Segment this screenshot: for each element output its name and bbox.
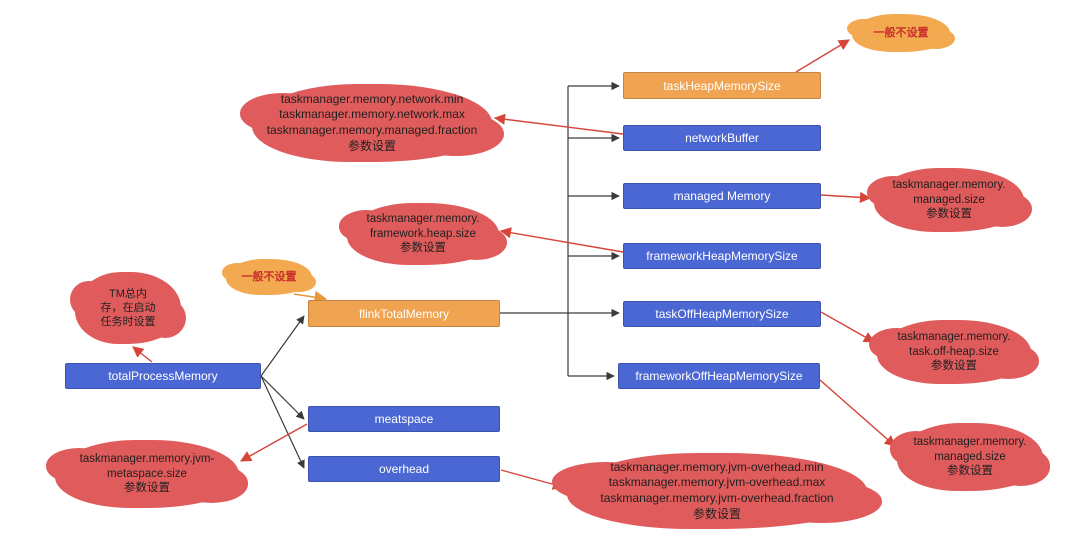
edge-taskheap-to-note: [795, 39, 850, 73]
edge-total-to-meatspace: [260, 375, 305, 420]
edge-networkbuffer-to-note: [493, 113, 624, 135]
annotation-metaspace-note-text: taskmanager.memory.jvm- metaspace.size 参…: [79, 452, 215, 495]
edge-frameworkoffheap-to-note: [819, 379, 896, 447]
node-meatspace: meatspace: [308, 406, 500, 432]
annotation-overhead-note: taskmanager.memory.jvm-overhead.min task…: [552, 453, 882, 529]
edge-managed-to-note: [820, 191, 872, 203]
annotation-managed-note: taskmanager.memory. managed.size 参数设置: [866, 168, 1032, 232]
annotation-tm-note: TM总内 存，在启动 任务时设置: [69, 272, 187, 344]
annotation-task-heap-note: 一般不设置: [847, 14, 955, 52]
annotation-framework-heap-note-text: taskmanager.memory. framework.heap.size …: [366, 212, 480, 255]
annotation-flink-total-note: 一般不设置: [221, 259, 317, 295]
annotation-flink-total-note-text: 一般不设置: [241, 270, 297, 283]
annotation-metaspace-note: taskmanager.memory.jvm- metaspace.size 参…: [45, 440, 249, 508]
annotation-overhead-note-text: taskmanager.memory.jvm-overhead.min task…: [600, 459, 834, 521]
annotation-framework-off-heap-note-text: taskmanager.memory. managed.size 参数设置: [913, 435, 1027, 478]
node-total-process-memory: totalProcessMemory: [65, 363, 261, 389]
edge-frameworkheap-to-note: [499, 227, 624, 253]
annotation-network-note-text: taskmanager.memory.network.min taskmanag…: [266, 91, 478, 153]
edge-taskoffheap-to-note: [820, 311, 875, 343]
node-framework-off-heap-memory-size: frameworkOffHeapMemorySize: [618, 363, 820, 389]
annotation-managed-note-text: taskmanager.memory. managed.size 参数设置: [892, 178, 1006, 221]
edge-total-to-flinktotal: [260, 315, 305, 377]
annotation-tm-note-text: TM总内 存，在启动 任务时设置: [100, 287, 156, 329]
node-managed-memory: managed Memory: [623, 183, 821, 209]
annotation-framework-heap-note: taskmanager.memory. framework.heap.size …: [339, 203, 507, 265]
edge-total-to-tm-note: [132, 346, 153, 363]
edge-total-to-overhead: [260, 375, 305, 469]
annotation-network-note: taskmanager.memory.network.min taskmanag…: [240, 84, 504, 162]
annotation-task-off-heap-note: taskmanager.memory. task.off-heap.size 参…: [869, 320, 1039, 384]
node-task-heap-memory-size: taskHeapMemorySize: [623, 72, 821, 99]
annotation-framework-off-heap-note: taskmanager.memory. managed.size 参数设置: [889, 423, 1051, 491]
node-flink-total-memory: flinkTotalMemory: [308, 300, 500, 327]
annotation-task-off-heap-note-text: taskmanager.memory. task.off-heap.size 参…: [897, 330, 1011, 373]
edge-flinktotal-note-to-box: [293, 290, 328, 304]
node-framework-heap-memory-size: frameworkHeapMemorySize: [623, 243, 821, 269]
node-network-buffer: networkBuffer: [623, 125, 821, 151]
node-task-off-heap-memory-size: taskOffHeapMemorySize: [623, 301, 821, 327]
edge-meatspace-to-note: [240, 423, 308, 462]
annotation-task-heap-note-text: 一般不设置: [873, 26, 929, 39]
node-overhead: overhead: [308, 456, 500, 482]
